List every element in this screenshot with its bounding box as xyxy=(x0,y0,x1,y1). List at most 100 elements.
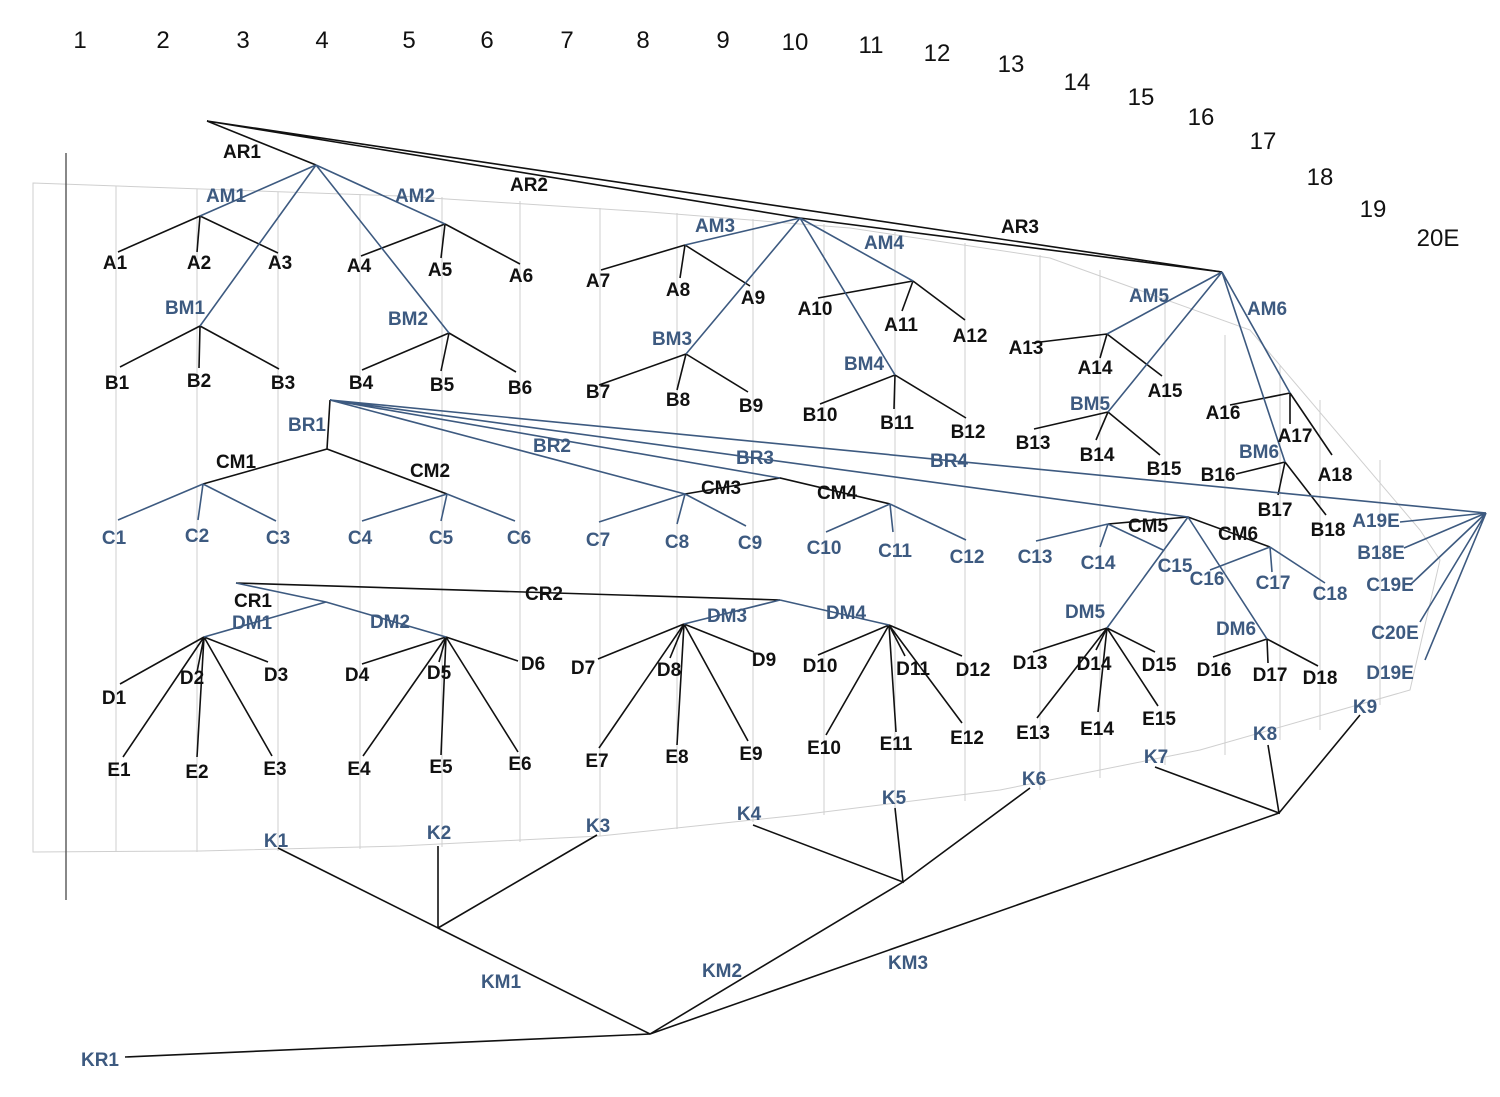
node-label: CM1 xyxy=(216,452,257,473)
node-label: AM2 xyxy=(395,186,435,207)
node-label: B8 xyxy=(666,390,690,411)
column-number: 4 xyxy=(315,27,328,54)
node-label: A13 xyxy=(1009,338,1044,359)
dm2-e-children xyxy=(362,636,519,757)
ar-edges xyxy=(206,120,1223,273)
am1-am2-edges xyxy=(199,164,450,334)
bm3-children xyxy=(598,353,749,393)
dm5-e-children xyxy=(1036,627,1159,719)
cm1-children xyxy=(117,483,277,522)
node-label: A11 xyxy=(884,315,918,336)
column-number: 13 xyxy=(998,51,1025,78)
node-label: D18 xyxy=(1303,668,1338,689)
am1-children xyxy=(117,215,279,254)
node-label: BR3 xyxy=(736,448,774,469)
am5-children xyxy=(1031,333,1163,377)
node-label: D12 xyxy=(956,660,991,681)
am2-children xyxy=(360,223,521,265)
node-label: E2 xyxy=(185,762,208,783)
node-label: D3 xyxy=(264,665,288,686)
node-label: DM1 xyxy=(232,613,273,634)
node-label: K4 xyxy=(737,804,762,825)
node-label: CM5 xyxy=(1128,516,1169,537)
node-label: A12 xyxy=(953,326,988,347)
column-number: 6 xyxy=(480,27,493,54)
node-label: BM1 xyxy=(165,298,206,319)
node-label: E3 xyxy=(263,759,286,780)
node-label: C4 xyxy=(348,528,373,549)
node-label: C16 xyxy=(1190,569,1225,590)
node-label: A6 xyxy=(509,266,533,287)
column-number: 10 xyxy=(782,29,809,56)
node-label: B4 xyxy=(349,373,374,394)
node-label: B7 xyxy=(586,382,610,403)
node-label: B11 xyxy=(880,413,914,434)
am3-am4-edges xyxy=(684,217,914,376)
node-label: BM4 xyxy=(844,354,885,375)
am4-children xyxy=(817,280,966,321)
bm6-children xyxy=(1235,461,1327,516)
node-label: A18 xyxy=(1318,465,1353,486)
cm2-children xyxy=(361,493,516,522)
node-label: BM5 xyxy=(1070,394,1111,415)
dm4-d-children xyxy=(817,624,963,657)
node-label: E7 xyxy=(585,751,608,772)
column-number: 8 xyxy=(636,27,649,54)
node-label: AR3 xyxy=(1001,217,1039,238)
node-label: A19E xyxy=(1352,511,1400,532)
cm4-children xyxy=(825,503,967,541)
column-number: 17 xyxy=(1250,128,1277,155)
bm2-children xyxy=(361,332,517,373)
node-label: D6 xyxy=(521,654,545,675)
e-terminal-edges xyxy=(1399,512,1487,661)
node-label: A1 xyxy=(103,253,128,274)
dm6-children xyxy=(1212,638,1319,667)
column-number: 3 xyxy=(236,27,249,54)
column-number: 14 xyxy=(1064,69,1091,96)
dm3-dm4-edges xyxy=(683,599,890,626)
column-number-header: 1 2 3 4 5 6 7 8 9 10 11 12 13 14 15 16 1… xyxy=(73,27,1459,252)
node-label: E11 xyxy=(880,734,913,755)
node-label: C13 xyxy=(1018,547,1053,568)
node-label: D4 xyxy=(345,665,370,686)
column-number: 12 xyxy=(924,40,951,67)
column-number: 9 xyxy=(716,27,729,54)
node-label: K6 xyxy=(1022,769,1046,790)
node-label: D19E xyxy=(1366,663,1414,684)
node-label: E8 xyxy=(665,747,688,768)
node-label: CM2 xyxy=(410,461,450,482)
node-label: CM6 xyxy=(1218,524,1258,545)
node-labels: AR1 AR2 AR3 AM1 AM2 AM3 AM4 AM5 AM6 A1 A… xyxy=(81,142,1419,1071)
km1-edges xyxy=(277,834,598,930)
node-label: DM3 xyxy=(707,606,747,627)
node-label: DM2 xyxy=(370,612,410,633)
node-label: C6 xyxy=(507,528,531,549)
node-label: B2 xyxy=(187,371,211,392)
node-label: K7 xyxy=(1144,747,1168,768)
column-number: 5 xyxy=(402,27,415,54)
cm-edges xyxy=(202,399,448,495)
node-label: E14 xyxy=(1080,719,1114,740)
column-number: 20E xyxy=(1417,225,1460,252)
cm5-children xyxy=(1035,523,1164,551)
node-label: AR1 xyxy=(223,142,261,163)
node-label: D13 xyxy=(1013,653,1048,674)
node-label: E5 xyxy=(429,757,453,778)
node-label: B10 xyxy=(803,405,838,426)
dm5-dm6-edges xyxy=(1106,516,1268,640)
node-label: C8 xyxy=(665,532,689,553)
dm3-d-children xyxy=(597,623,755,660)
node-label: BR2 xyxy=(533,436,571,457)
column-number: 15 xyxy=(1128,84,1155,111)
node-label: K8 xyxy=(1253,724,1277,745)
column-number: 18 xyxy=(1307,164,1334,191)
node-label: A7 xyxy=(586,271,610,292)
node-label: C9 xyxy=(738,533,762,554)
kr1-edge xyxy=(124,1033,651,1058)
node-label: D16 xyxy=(1197,660,1232,681)
node-label: BM6 xyxy=(1239,442,1279,463)
node-label: C15 xyxy=(1158,556,1193,577)
node-label: CM4 xyxy=(817,483,858,504)
node-label: E13 xyxy=(1016,723,1050,744)
node-label: CM3 xyxy=(701,478,741,499)
